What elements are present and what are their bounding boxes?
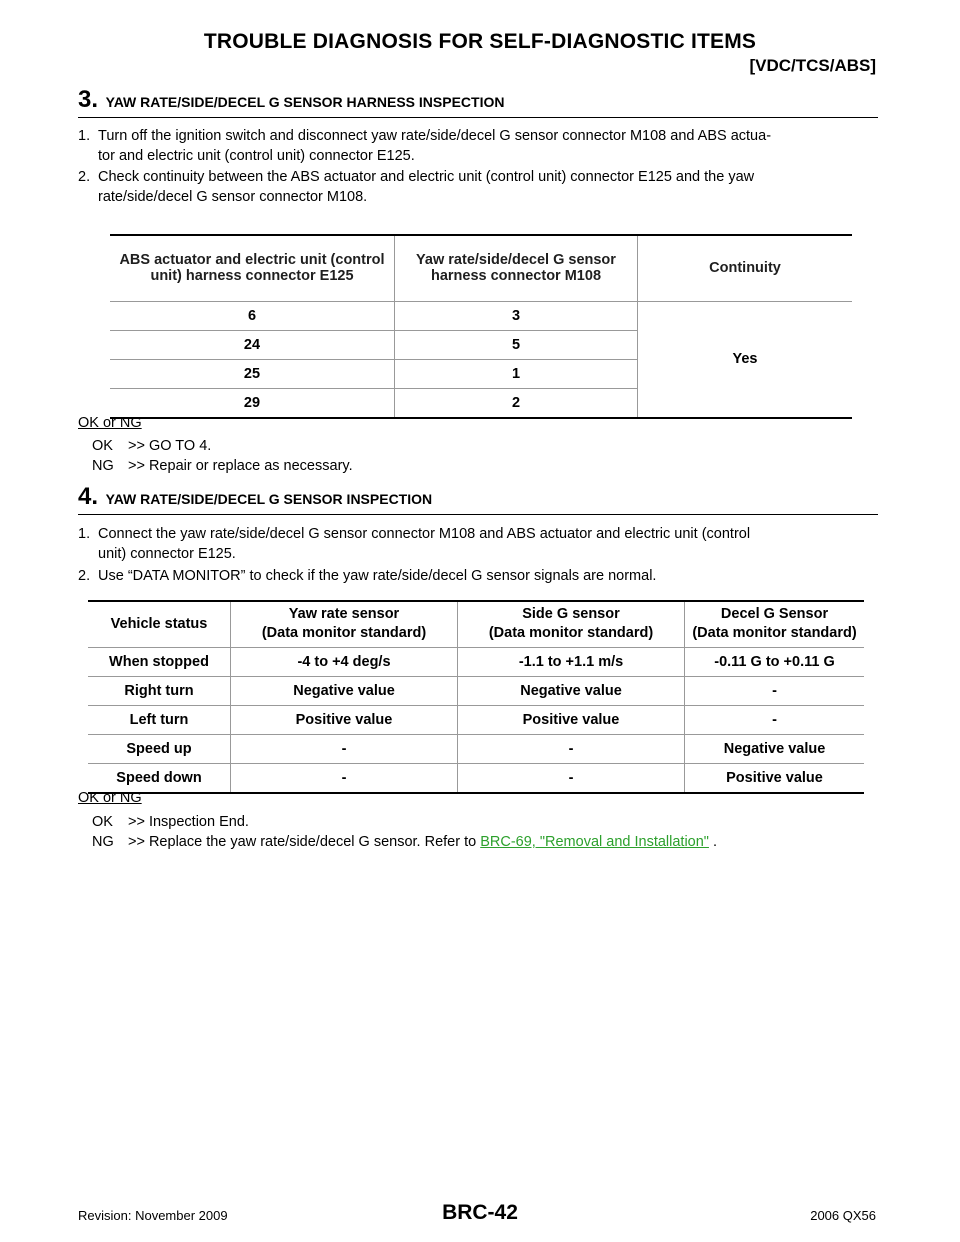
step-3-heading: 3. YAW RATE/SIDE/DECEL G SENSOR HARNESS … bbox=[78, 86, 878, 118]
step-title: YAW RATE/SIDE/DECEL G SENSOR HARNESS INS… bbox=[105, 94, 505, 110]
result-ng: NG>> Repair or replace as necessary. bbox=[92, 458, 353, 474]
page-title: TROUBLE DIAGNOSIS FOR SELF-DIAGNOSTIC IT… bbox=[203, 30, 757, 53]
section-tag: [VDC/TCS/ABS] bbox=[749, 56, 876, 75]
result-ok: OK>> Inspection End. bbox=[92, 814, 249, 830]
table-row: 29 2 bbox=[110, 388, 852, 418]
col-header-m108: Yaw rate/side/decel G sensor harness con… bbox=[394, 235, 638, 302]
table-row: 24 5 bbox=[110, 330, 852, 360]
col-header-vehicle-status: Vehicle status bbox=[88, 601, 231, 648]
result-ok: OK>> GO TO 4. bbox=[92, 438, 212, 454]
col-header-e125: ABS actuator and electric unit (control … bbox=[110, 235, 395, 302]
model-year: 2006 QX56 bbox=[810, 1208, 876, 1223]
data-monitor-table: Vehicle status Yaw rate sensor(Data moni… bbox=[88, 600, 864, 794]
step-number: 3. bbox=[78, 86, 99, 113]
step-3-item-1: 1.Turn off the ignition switch and disco… bbox=[78, 128, 772, 164]
ok-or-ng-label: OK or NG bbox=[78, 415, 142, 431]
result-ng: NG>> Replace the yaw rate/side/decel G s… bbox=[92, 834, 718, 850]
table-row: Speed up--Negative value bbox=[88, 734, 864, 764]
table-row: Speed down--Positive value bbox=[88, 763, 864, 793]
col-header-decel-g: Decel G Sensor(Data monitor standard) bbox=[684, 601, 864, 648]
table-row: 25 1 bbox=[110, 359, 852, 389]
step-3-item-2: 2.Check continuity between the ABS actua… bbox=[78, 169, 755, 205]
col-header-continuity: Continuity bbox=[637, 235, 852, 302]
col-header-yaw-rate: Yaw rate sensor(Data monitor standard) bbox=[230, 601, 458, 648]
step-number: 4. bbox=[78, 483, 99, 510]
step-4-item-2: 2.Use “DATA MONITOR” to check if the yaw… bbox=[78, 568, 657, 584]
step-title: YAW RATE/SIDE/DECEL G SENSOR INSPECTION bbox=[105, 491, 433, 507]
continuity-table: ABS actuator and electric unit (control … bbox=[110, 234, 852, 419]
col-header-side-g: Side G sensor(Data monitor standard) bbox=[457, 601, 685, 648]
continuity-value: Yes bbox=[637, 301, 852, 418]
removal-installation-link[interactable]: BRC-69, "Removal and Installation" bbox=[480, 834, 709, 850]
step-4-item-1: 1.Connect the yaw rate/side/decel G sens… bbox=[78, 526, 751, 562]
revision-date: Revision: November 2009 bbox=[78, 1208, 228, 1223]
table-row: When stopped-4 to +4 deg/s-1.1 to +1.1 m… bbox=[88, 647, 864, 677]
table-row: 6 3 Yes bbox=[110, 301, 852, 418]
step-4-heading: 4. YAW RATE/SIDE/DECEL G SENSOR INSPECTI… bbox=[78, 483, 878, 515]
page-number: BRC-42 bbox=[442, 1201, 518, 1224]
ok-or-ng-label: OK or NG bbox=[78, 790, 142, 806]
